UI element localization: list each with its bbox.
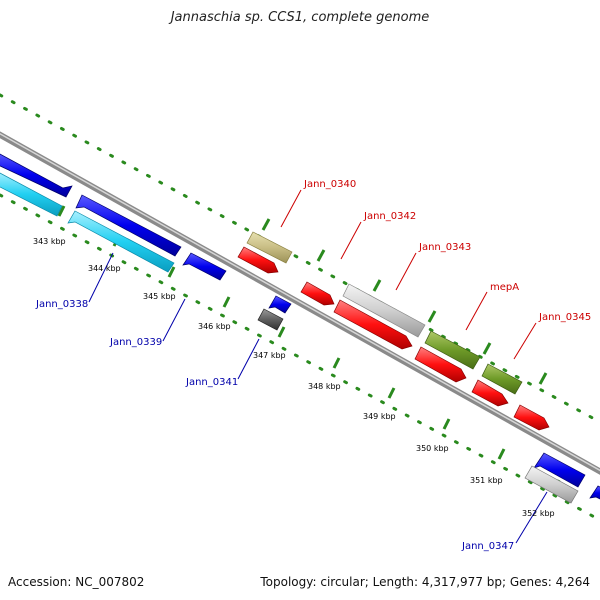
callout-jann-0342 xyxy=(340,221,362,260)
gene-block-jann-0347-gray[interactable] xyxy=(524,465,579,504)
callout-jann-0343 xyxy=(395,252,417,291)
tick-label: 347 kbp xyxy=(253,351,286,360)
gene-arrow-jann-0339[interactable] xyxy=(67,210,175,273)
gene-arrow-red-2[interactable] xyxy=(300,281,335,306)
callout-lines-reverse xyxy=(88,252,548,544)
map-title: Jannaschia sp. CCS1, complete genome xyxy=(170,10,430,25)
gene-arrow-red-4[interactable] xyxy=(471,379,509,407)
gene-block-jann-0341-dark[interactable] xyxy=(257,308,284,331)
tick-label: 351 kbp xyxy=(470,476,503,485)
outer-tick xyxy=(482,342,492,355)
tick-label: 344 kbp xyxy=(88,264,121,273)
gene-arrow-jann-0338[interactable] xyxy=(75,194,182,257)
outer-ticks xyxy=(261,218,548,385)
gene-labels-reverse: Jann_0338 Jann_0339 Jann_0341 Jann_0347 xyxy=(35,299,514,552)
scale-labels: 343 kbp 344 kbp 345 kbp 346 kbp 347 kbp … xyxy=(33,237,555,518)
callout-jann-0340 xyxy=(280,189,302,228)
callout-jann-0341 xyxy=(237,338,260,380)
callout-lines-forward xyxy=(280,189,537,360)
tick-label: 346 kbp xyxy=(198,322,231,331)
tick-label: 352 kbp xyxy=(522,509,555,518)
gene-block-jann-0340[interactable] xyxy=(246,231,293,264)
label-mepa[interactable]: mepA xyxy=(490,282,519,293)
outer-tick xyxy=(316,249,326,262)
label-jann-0345[interactable]: Jann_0345 xyxy=(538,312,591,323)
outer-guide-line xyxy=(0,93,600,424)
label-jann-0338[interactable]: Jann_0338 xyxy=(35,299,88,310)
gene-arrow-jann-0347[interactable] xyxy=(533,452,586,488)
topology-text: Topology: circular; Length: 4,317,977 bp… xyxy=(260,575,590,589)
label-jann-0343[interactable]: Jann_0343 xyxy=(418,242,471,253)
label-jann-0342[interactable]: Jann_0342 xyxy=(363,211,416,222)
outer-tick xyxy=(261,218,271,231)
gene-arrow-jann-0343[interactable] xyxy=(333,299,413,350)
gene-labels-forward: Jann_0340 Jann_0342 Jann_0343 mepA Jann_… xyxy=(303,179,591,323)
gene-arrow-red-1[interactable] xyxy=(237,246,279,274)
tick-label: 350 kbp xyxy=(416,444,449,453)
gene-block-jann-0345[interactable] xyxy=(481,363,523,395)
gene-arrow-reverse-cyan[interactable] xyxy=(0,172,63,217)
outer-tick xyxy=(372,279,382,292)
inner-tick xyxy=(497,448,506,460)
tick-label: 343 kbp xyxy=(33,237,66,246)
outer-tick xyxy=(538,372,548,385)
inner-tick xyxy=(167,266,176,278)
label-jann-0339[interactable]: Jann_0339 xyxy=(109,337,162,348)
callout-jann-0347 xyxy=(515,491,548,544)
inner-guide-line xyxy=(0,193,600,522)
inner-tick xyxy=(387,387,396,399)
gene-arrow-reverse-blue[interactable] xyxy=(0,153,73,198)
accession-text: Accession: NC_007802 xyxy=(8,575,145,589)
outer-tick xyxy=(427,310,437,323)
inner-tick xyxy=(332,357,341,369)
inner-tick xyxy=(222,296,231,308)
label-jann-0340[interactable]: Jann_0340 xyxy=(303,179,356,190)
tick-label: 345 kbp xyxy=(143,292,176,301)
tick-label: 349 kbp xyxy=(363,412,396,421)
gene-block-mepa[interactable] xyxy=(424,330,481,370)
callout-jann-0339 xyxy=(162,298,186,342)
callout-jann-0338 xyxy=(88,252,114,303)
gene-block-jann-0342[interactable] xyxy=(342,283,426,338)
inner-tick xyxy=(442,418,451,430)
label-jann-0347[interactable]: Jann_0347 xyxy=(461,541,514,552)
tick-label: 348 kbp xyxy=(308,382,341,391)
inner-tick xyxy=(57,205,66,217)
gene-arrow-jann-0341[interactable] xyxy=(268,295,292,314)
gene-arrow-reverse-edge[interactable] xyxy=(589,485,600,500)
genome-backbone xyxy=(0,131,600,475)
gene-arrow-red-3[interactable] xyxy=(414,346,467,383)
gene-arrow-blue-small[interactable] xyxy=(182,252,227,281)
callout-jann-0345 xyxy=(513,322,537,360)
inner-tick xyxy=(277,326,286,338)
gene-arrow-red-5[interactable] xyxy=(513,404,550,431)
label-jann-0341[interactable]: Jann_0341 xyxy=(185,377,238,388)
callout-mepa xyxy=(465,291,488,331)
